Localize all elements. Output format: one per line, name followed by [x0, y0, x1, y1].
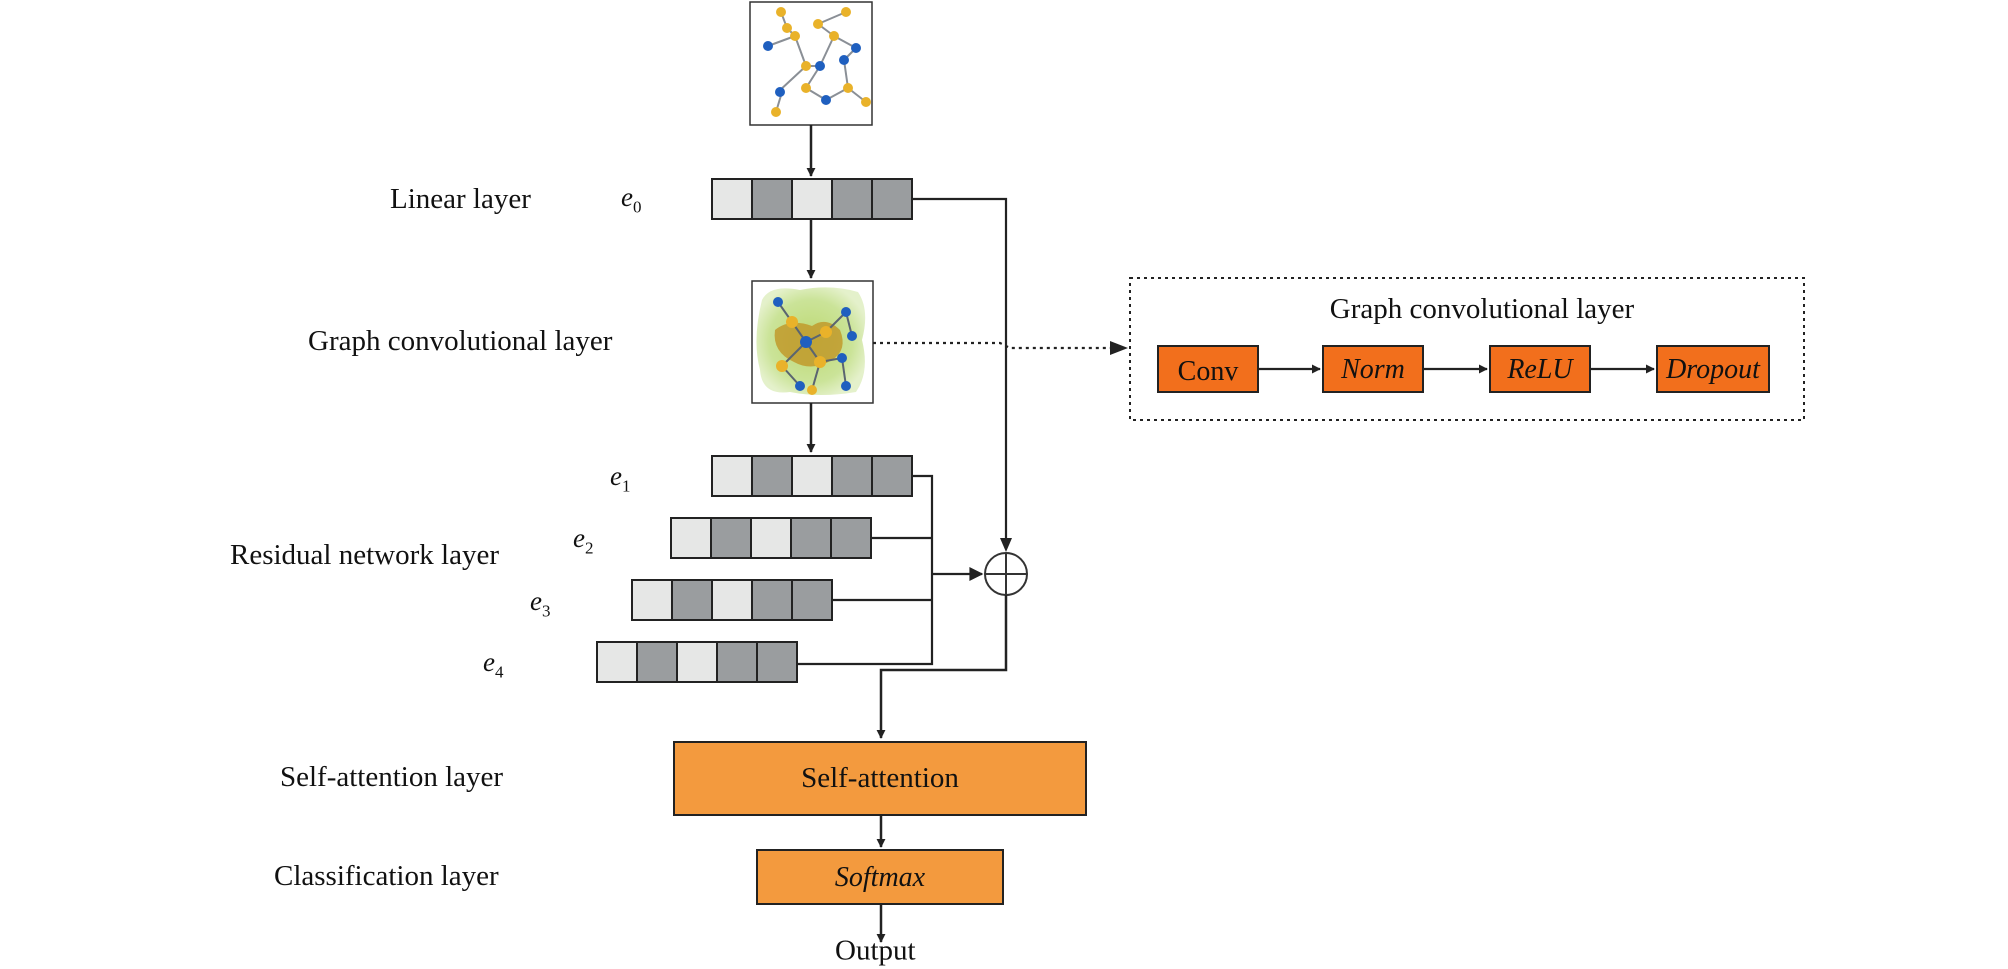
- gcn-graph-image: [751, 280, 874, 404]
- vector-e2: [670, 517, 872, 559]
- input-graph-image: [749, 1, 873, 126]
- label-graph-conv-layer: Graph convolutional layer: [308, 325, 613, 357]
- label-classification-layer: Classification layer: [274, 860, 499, 892]
- vector-e3: [631, 579, 833, 621]
- dropout-text: Dropout: [1665, 354, 1761, 385]
- label-e4: e4: [483, 647, 504, 682]
- vector-e1: [711, 455, 913, 497]
- label-e2: e2: [573, 523, 594, 558]
- gcn-detail-inset: Graph convolutional layer Conv Norm ReLU…: [1129, 277, 1805, 421]
- dotted-link-to-inset: [873, 341, 1110, 350]
- softmax-block: Softmax: [756, 849, 1004, 905]
- dropout-block: [1656, 345, 1770, 393]
- residual-connectors: [797, 474, 934, 666]
- label-e0: e0: [621, 182, 642, 217]
- norm-text: Norm: [1340, 354, 1405, 385]
- dotted-link-arrowhead: [1110, 341, 1128, 355]
- label-self-attention-layer: Self-attention layer: [280, 761, 504, 793]
- vector-e4: [596, 641, 798, 683]
- skip-arrowhead: [1000, 538, 1012, 552]
- relu-block: [1489, 345, 1591, 393]
- norm-block: [1322, 345, 1424, 393]
- inset-title: Graph convolutional layer: [1330, 293, 1635, 325]
- softmax-text: Softmax: [835, 862, 926, 893]
- relu-text: ReLU: [1506, 354, 1574, 385]
- sum-node: [984, 552, 1028, 596]
- conv-block: [1157, 345, 1259, 393]
- label-e1: e1: [610, 461, 631, 496]
- self-attention-text: Self-attention: [801, 762, 959, 794]
- label-linear-layer: Linear layer: [390, 183, 531, 215]
- output-label: Output: [835, 934, 916, 967]
- arrow-sum-to-attention: [876, 595, 1008, 739]
- conv-text: Conv: [1178, 356, 1239, 387]
- label-e3: e3: [530, 586, 551, 621]
- label-residual-layer: Residual network layer: [230, 539, 499, 571]
- vector-e0: [711, 178, 913, 220]
- skip-connection-e0: [912, 197, 1008, 548]
- self-attention-block: Self-attention: [673, 741, 1087, 816]
